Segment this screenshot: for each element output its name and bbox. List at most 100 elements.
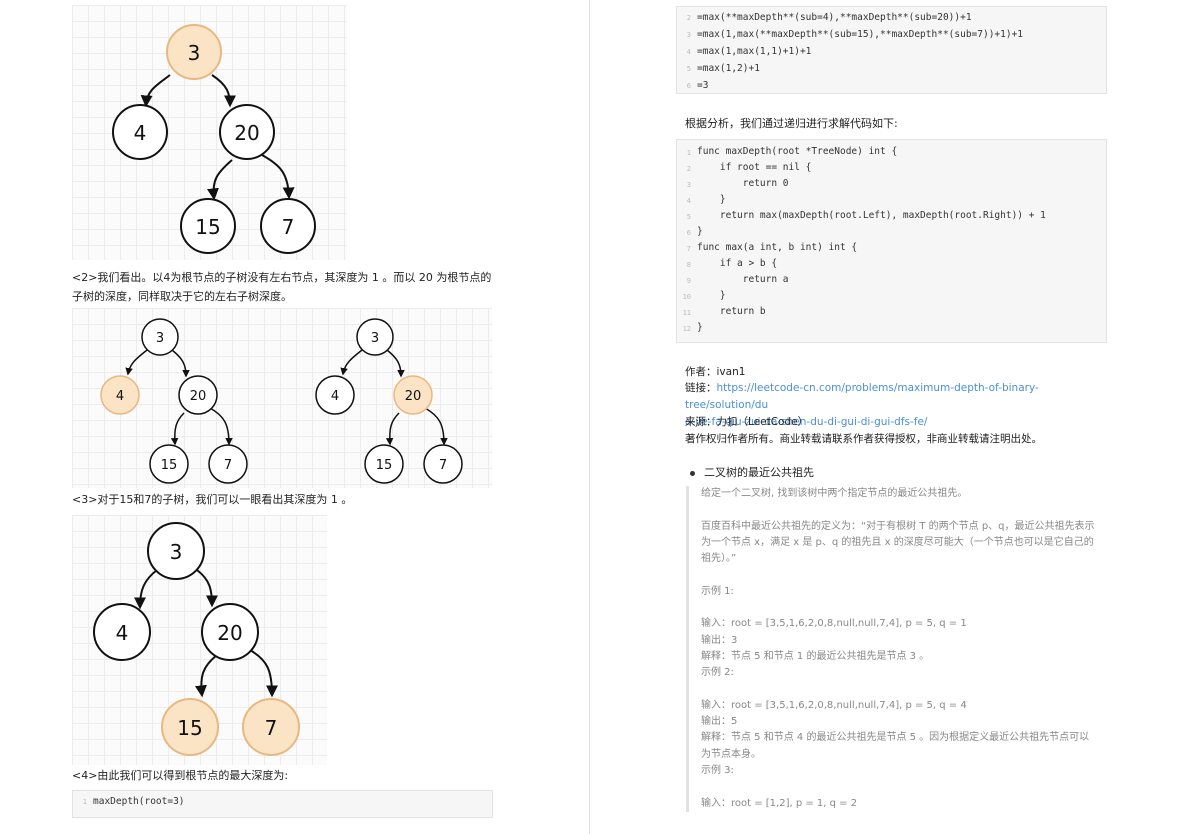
line-number: 6 [686, 229, 691, 237]
tree2b-node-right-right: 7 [423, 444, 463, 484]
tree-node-right-right: 7 [260, 198, 316, 254]
line-number: 5 [686, 65, 691, 73]
quote-line: 解释：节点 5 和节点 1 的最近公共祖先是节点 3 。 [701, 650, 930, 662]
source-name: 力扣（LeetCode） [716, 416, 809, 428]
svg-text:4: 4 [116, 621, 129, 645]
link-label: 链接： [685, 382, 717, 394]
line-number: 8 [686, 261, 691, 269]
step4-text: <4>由此我们可以得到根节点的最大深度为: [72, 769, 289, 782]
tree3-node-right: 20 [201, 603, 259, 661]
code-line: func maxDepth(root *TreeNode) int { [697, 146, 898, 157]
svg-text:7: 7 [265, 716, 278, 740]
code-block-expansion: 2=max(**maxDepth**(sub=4),**maxDepth**(s… [676, 6, 1107, 94]
line-number: 2 [686, 14, 691, 22]
svg-text:15: 15 [376, 458, 393, 473]
code-line: =3 [697, 80, 709, 91]
code-line: } [697, 290, 726, 301]
quote-line: 示例 2: [701, 667, 734, 679]
tree2a-node-right-right: 7 [208, 444, 248, 484]
tree-node-right-left: 15 [180, 198, 236, 254]
author-label: 作者： [685, 366, 717, 378]
tree-edge [261, 154, 295, 200]
quote-line [701, 682, 1121, 698]
svg-text:3: 3 [371, 331, 379, 346]
step3-text: <3>对于15和7的子树，我们可以一眼看出其深度为 1 。 [72, 493, 353, 506]
svg-text:20: 20 [217, 621, 242, 645]
tree-edge [140, 74, 171, 108]
line-number: 3 [686, 181, 691, 189]
step2-text-line1: <2>我们看出。以4为根节点的子树没有左右节点，其深度为 1 。而以 20 为根… [72, 271, 492, 284]
quote-line: 解释：节点 5 和节点 4 的最近公共祖先是节点 5 。因为根据定义最近公共祖先… [701, 732, 1090, 744]
svg-text:3: 3 [188, 41, 201, 65]
step2-text-line2: 子树的深度，同样取决于它的左右子树深度。 [72, 290, 292, 303]
quote-line: 百度百科中最近公共祖先的定义为：“对于有根树 T 的两个节点 p、q，最近公共祖… [701, 520, 1095, 532]
line-number: 3 [686, 31, 691, 39]
quote-line: 示例 3: [701, 765, 734, 777]
tree-diagram-2: 3 4 20 15 7 3 4 20 15 7 [72, 308, 492, 488]
tree-edge [211, 74, 236, 108]
quote-line: 示例 1: [701, 585, 734, 597]
bullet-item: 二叉树的最近公共祖先 [690, 464, 814, 480]
code-line: if root == nil { [697, 162, 812, 173]
tree2b-node-right: 20 [393, 375, 433, 415]
code-line: return a [697, 274, 789, 285]
svg-text:15: 15 [161, 458, 178, 473]
svg-text:20: 20 [405, 389, 422, 404]
line-number: 2 [686, 165, 691, 173]
analysis-text: 根据分析，我们通过递归进行求解代码如下: [685, 117, 898, 130]
svg-text:4: 4 [331, 389, 339, 404]
author-name: ivan1 [716, 366, 746, 378]
solution-link-continued[interactable]: o-jie-fa-qiu-zui-da-shen-du-di-gui-di-gu… [685, 416, 928, 428]
tree3-node-root: 3 [147, 522, 205, 580]
line-number: 4 [686, 197, 691, 205]
tree2b-node-root: 3 [356, 318, 394, 356]
quote-line: 给定一个二叉树, 找到该树中两个指定节点的最近公共祖先。 [701, 488, 968, 499]
line-number: 1 [686, 149, 691, 157]
problem-quote: 给定一个二叉树, 找到该树中两个指定节点的最近公共祖先。 百度百科中最近公共祖先… [686, 486, 1121, 812]
quote-line: 输出：3 [701, 634, 738, 646]
quote-line: 输入：root = [3,5,1,6,2,0,8,null,null,7,4],… [701, 618, 967, 630]
line-number: 10 [682, 293, 691, 301]
tree-node-left: 4 [112, 104, 168, 160]
line-number: 7 [686, 245, 691, 253]
code-line: } [697, 226, 703, 237]
tree2a-node-right-left: 15 [149, 444, 189, 484]
svg-text:7: 7 [224, 458, 232, 473]
bullet-title: 二叉树的最近公共祖先 [704, 466, 814, 479]
line-number: 12 [682, 325, 691, 333]
page-divider [589, 0, 590, 834]
source-label: 来源： [685, 416, 717, 428]
line-number: 5 [686, 213, 691, 221]
quote-line: 祖先）。” [701, 553, 737, 565]
code-block-maxdepth-call: 1 maxDepth(root=3) [72, 790, 493, 818]
tree-diagram-3: 3 4 20 15 7 [72, 515, 327, 765]
code-line: return 0 [697, 178, 789, 189]
tree3-node-right-right: 7 [242, 698, 300, 756]
code-line: return max(maxDepth(root.Left), maxDepth… [697, 210, 1046, 221]
tree2a-node-left: 4 [100, 375, 140, 415]
tree3-node-right-left: 15 [161, 698, 219, 756]
tree2a-node-root: 3 [141, 318, 179, 356]
svg-text:15: 15 [177, 716, 202, 740]
svg-text:15: 15 [195, 215, 220, 239]
tree-diagram-1: 3 4 20 15 7 [72, 5, 347, 260]
code-line: return b [697, 306, 766, 317]
code-line: maxDepth(root=3) [93, 796, 185, 807]
code-line: =max(1,max(1,1)+1)+1 [697, 46, 812, 57]
solution-link[interactable]: https://leetcode-cn.com/problems/maximum… [685, 382, 1039, 411]
code-line: if a > b { [697, 258, 778, 269]
tree-node-right: 20 [219, 104, 275, 160]
author-line: 作者：ivan1 [685, 364, 745, 379]
code-line: =max(1,2)+1 [697, 63, 760, 74]
quote-line: 为一个节点 x，满足 x 是 p、q 的祖先且 x 的深度尽可能大（一个节点也可… [701, 536, 1094, 548]
tree-node-root: 3 [166, 24, 222, 80]
link-line: 链接：https://leetcode-cn.com/problems/maxi… [685, 380, 1105, 431]
tree2b-node-left: 4 [315, 375, 355, 415]
line-number: 9 [686, 277, 691, 285]
line-number: 4 [686, 48, 691, 56]
code-line: func max(a int, b int) int { [697, 242, 858, 253]
tree-edge [206, 159, 233, 201]
quote-line [701, 600, 1121, 616]
code-line: =max(1,max(**maxDepth**(sub=15),**maxDep… [697, 29, 1024, 40]
quote-line: 输出：5 [701, 716, 738, 728]
